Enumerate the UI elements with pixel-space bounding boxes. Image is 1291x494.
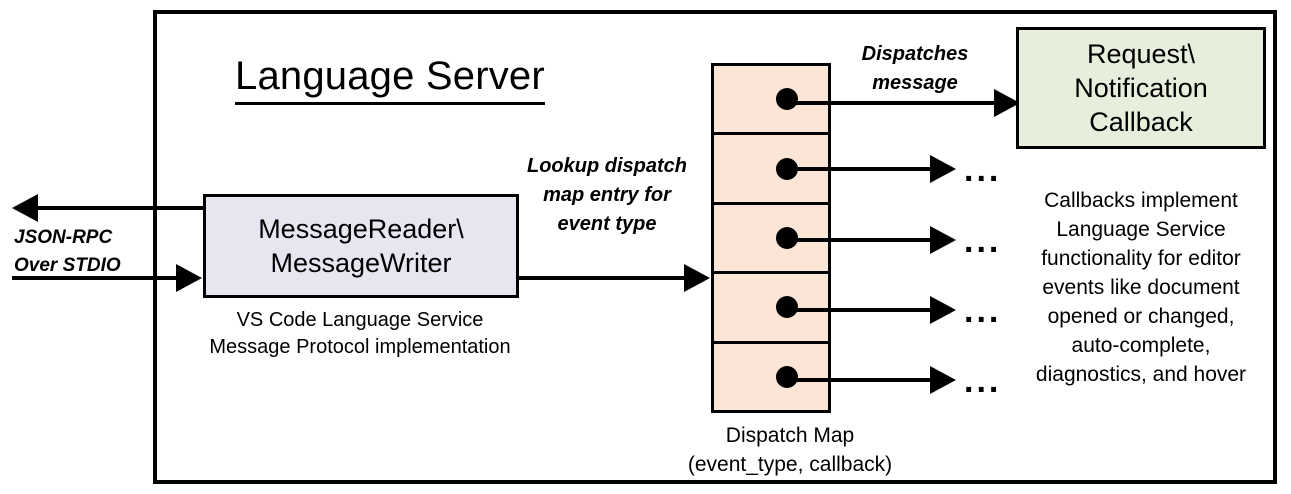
callback-description: Callbacks implement Language Service fun… [1035, 189, 1247, 386]
dispatch-map-caption: Dispatch Map (event_type, callback) [687, 424, 893, 476]
language-server-frame [153, 10, 1277, 484]
outbound-line [38, 206, 213, 210]
lookup-line [519, 276, 685, 280]
ellipsis-3: ... [964, 222, 1002, 260]
ellipsis-2: ... [964, 151, 1002, 189]
dispatch-line-4 [784, 308, 932, 312]
dispatch-line-2 [784, 167, 932, 171]
message-reader-writer-box[interactable]: MessageReader\ MessageWriter [203, 194, 519, 298]
request-notification-callback-label: Request\ Notification Callback [1074, 39, 1208, 137]
dispatch-arrow-icon-2 [930, 155, 956, 183]
lookup-dispatch-label: Lookup dispatch map entry for event type [527, 155, 687, 235]
arrow-right-icon [176, 264, 202, 292]
page-title: Language Server [235, 52, 545, 105]
entry-dot-icon [776, 88, 798, 111]
dispatch-arrow-icon-3 [930, 226, 956, 254]
dispatch-arrow-icon-4 [930, 296, 956, 324]
message-protocol-caption: VS Code Language Service Message Protoco… [209, 309, 511, 358]
ellipsis-4: ... [964, 292, 1002, 330]
json-rpc-label: JSON-RPC Over STDIO [14, 227, 121, 276]
arrow-left-icon [12, 194, 38, 222]
dispatches-message-label: Dispatches message [861, 43, 969, 94]
dispatch-arrow-icon-1 [994, 89, 1020, 117]
inbound-line [12, 276, 177, 280]
dispatch-line-5 [784, 378, 932, 382]
entry-dot-icon [776, 365, 798, 388]
entry-dot-icon [776, 296, 798, 319]
table-row[interactable] [714, 274, 828, 344]
lookup-arrow-icon [684, 264, 710, 292]
ellipsis-5: ... [964, 362, 1002, 400]
dispatch-line-1 [784, 101, 996, 105]
table-row[interactable] [714, 344, 828, 410]
dispatch-line-3 [784, 238, 932, 242]
message-reader-writer-label: MessageReader\ MessageWriter [258, 214, 464, 278]
request-notification-callback-box[interactable]: Request\ Notification Callback [1016, 27, 1266, 149]
dispatch-arrow-icon-5 [930, 366, 956, 394]
